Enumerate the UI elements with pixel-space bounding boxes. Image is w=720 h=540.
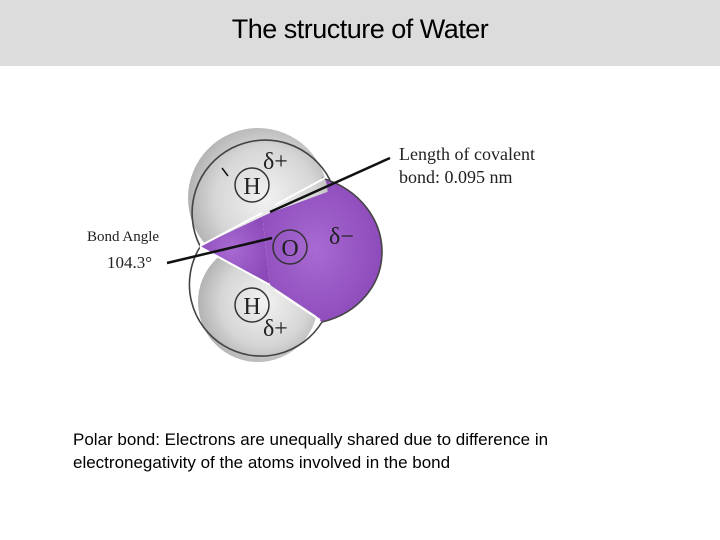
polar-bond-caption: Polar bond: Electrons are unequally shar… (73, 430, 549, 472)
molecule-outline (188, 139, 383, 357)
partial-charge-oxygen: δ− (329, 224, 354, 250)
hydrogen-top-ring (234, 167, 270, 203)
oxygen-label: O (281, 236, 298, 262)
bond-length-label-line1: Length of covalent (399, 144, 535, 164)
water-molecule-diagram: H O H δ+ δ− δ+ Length of covalent bond: … (87, 128, 535, 362)
bond-angle-value: 104.3° (107, 253, 152, 272)
bond-length-pointer (269, 156, 391, 214)
hydrogen-top-label: H (243, 174, 260, 200)
partial-charge-top: δ+ (263, 149, 288, 175)
title-bar: The structure of Water (0, 0, 720, 66)
oh-bond-bottom (274, 289, 321, 321)
oxygen-ring (272, 229, 308, 265)
bond-angle-pointer (166, 236, 273, 265)
bond-divider-top (199, 212, 263, 247)
slide-title: The structure of Water (231, 14, 489, 44)
bond-length-label-line2: bond: 0.095 nm (399, 167, 513, 187)
oh-bond-top (274, 177, 326, 206)
charge-tick (221, 167, 229, 177)
bond-angle-label: Bond Angle (87, 229, 159, 245)
hydrogen-bottom-label: H (243, 294, 260, 320)
partial-charge-bottom: δ+ (263, 316, 288, 342)
hydrogen-bottom-ring (234, 287, 270, 323)
oxygen-atom (200, 178, 382, 322)
